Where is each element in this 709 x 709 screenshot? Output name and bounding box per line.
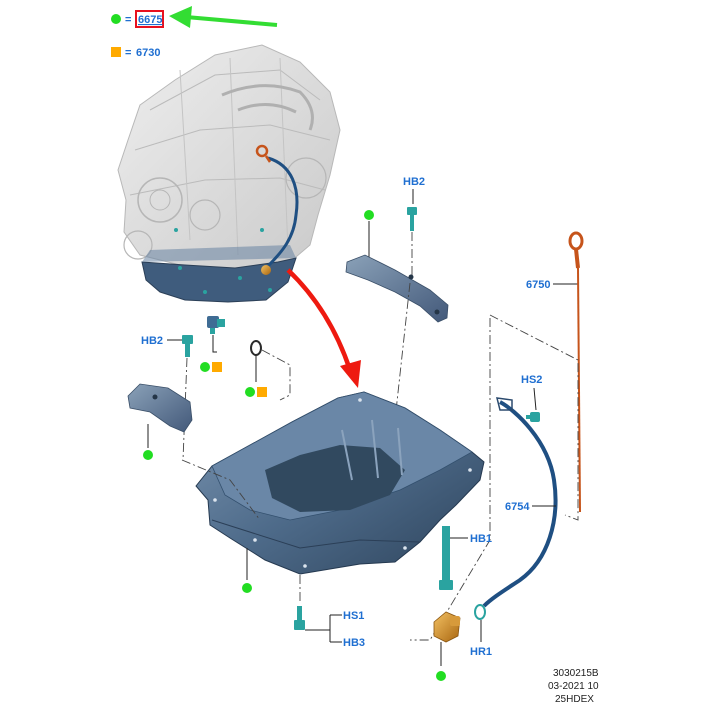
reference-code: 25HDEX bbox=[555, 694, 594, 705]
left-bracket bbox=[127, 383, 193, 433]
drain-plug-group: HR1 bbox=[433, 604, 492, 681]
left-bracket-group: HB2 bbox=[127, 316, 291, 461]
green-pointer-arrowhead bbox=[169, 6, 192, 28]
dipstick-tube-group: HS2 6754 bbox=[410, 318, 558, 641]
callout-hb2-left: HB2 bbox=[141, 335, 163, 347]
reference-block: 3030215B 03-2021 10 25HDEX bbox=[548, 668, 599, 705]
marker-green-left-bracket bbox=[143, 450, 153, 460]
hb1-group: HB1 bbox=[439, 526, 492, 590]
marker-green-pan bbox=[242, 583, 252, 593]
callout-hs1: HS1 bbox=[343, 610, 364, 622]
marker-orange-sensor bbox=[212, 362, 222, 372]
marker-green-sensor bbox=[200, 362, 210, 372]
o-ring bbox=[250, 340, 262, 356]
callout-6754: 6754 bbox=[505, 501, 530, 513]
upper-bracket bbox=[345, 254, 449, 323]
marker-green-oring bbox=[245, 387, 255, 397]
red-direction-arrow bbox=[286, 268, 361, 388]
bolt-hb2-left bbox=[182, 335, 193, 357]
drain-washer bbox=[474, 604, 486, 620]
engine-assembly-illustration bbox=[117, 44, 341, 303]
callout-hb3: HB3 bbox=[343, 637, 365, 649]
callout-hb2-top: HB2 bbox=[403, 176, 425, 188]
callout-hs2: HS2 bbox=[521, 374, 542, 386]
callout-hb1: HB1 bbox=[470, 533, 492, 545]
dipstick-6750 bbox=[568, 231, 584, 513]
upper-bracket-group: HB2 bbox=[345, 176, 449, 421]
bolt-hs1-hb3 bbox=[294, 606, 305, 630]
marker-green-bracket-top bbox=[364, 210, 374, 220]
legend-green-code: 6675 bbox=[138, 14, 162, 26]
legend-green-highlight-box bbox=[135, 10, 164, 28]
callout-6750: 6750 bbox=[526, 279, 550, 291]
oil-level-sensor bbox=[207, 316, 225, 334]
dipstick-tube-6754 bbox=[482, 400, 558, 608]
oil-pan bbox=[181, 391, 485, 593]
bolt-hs2 bbox=[526, 412, 540, 422]
marker-orange-oring bbox=[257, 387, 267, 397]
legend: = 6675 = 6730 bbox=[111, 6, 278, 59]
drain-plug bbox=[433, 611, 461, 643]
legend-orange-square bbox=[111, 47, 121, 57]
bolt-hb2-top bbox=[407, 207, 417, 231]
drain-bolts-group: HS1 HB3 bbox=[294, 575, 365, 649]
reference-date: 03-2021 10 bbox=[548, 681, 599, 692]
bolt-hb1 bbox=[439, 526, 453, 590]
legend-orange-code: 6730 bbox=[136, 47, 160, 59]
legend-green-dot bbox=[111, 14, 121, 24]
green-pointer-arrow bbox=[185, 15, 278, 27]
legend-orange-equals: = bbox=[125, 47, 131, 59]
reference-number: 3030215B bbox=[553, 668, 599, 679]
dipstick-group: 6750 bbox=[489, 231, 584, 521]
callout-hr1: HR1 bbox=[470, 646, 492, 658]
legend-green-equals: = bbox=[125, 14, 131, 26]
marker-green-drain-plug bbox=[436, 671, 446, 681]
